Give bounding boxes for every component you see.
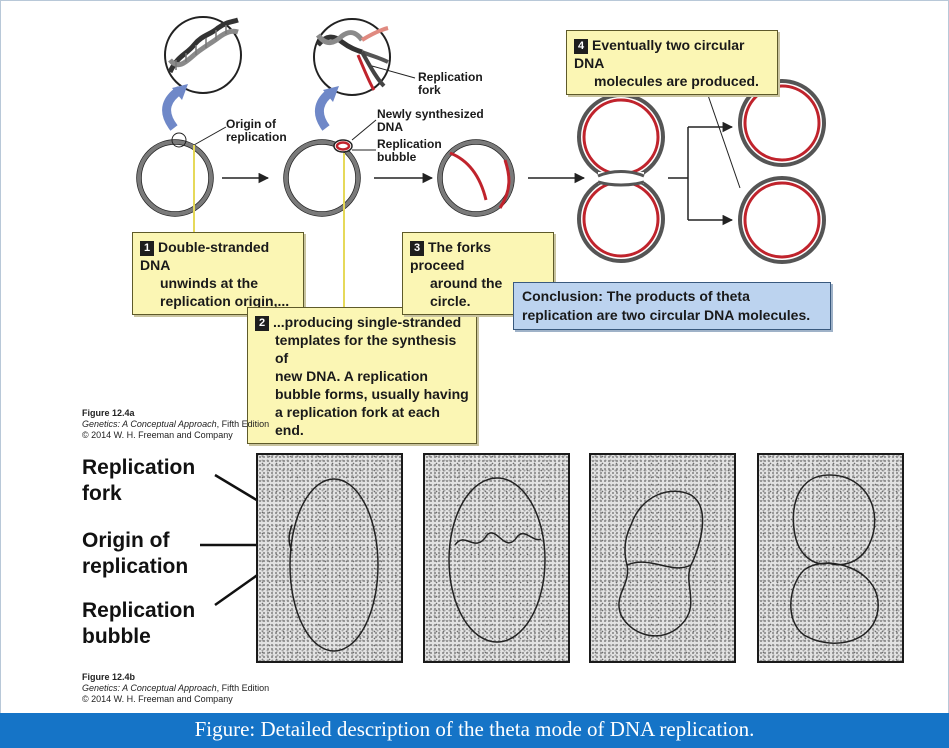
dna-circle-1 xyxy=(136,132,214,217)
caption-text: Figure: Detailed description of the thet… xyxy=(194,717,755,741)
micrograph-3 xyxy=(589,453,736,663)
origin-pointer xyxy=(193,126,227,146)
micrograph-1-loop xyxy=(288,478,379,652)
fork-pointer xyxy=(371,65,416,79)
caption-bar: Figure: Detailed description of the thet… xyxy=(0,713,949,748)
step1-number: 1 xyxy=(140,241,154,256)
step2-callout: 2...producing single-stranded templates … xyxy=(247,307,477,444)
zoom-arrow-1-head xyxy=(172,84,188,100)
micrograph-3-loop xyxy=(618,490,704,637)
helix-zoom-1 xyxy=(164,16,242,94)
micrograph-4 xyxy=(757,453,904,663)
fork-zoom-2 xyxy=(313,18,391,96)
dna-circle-3 xyxy=(437,139,515,217)
zoom-arrow-2-head xyxy=(323,86,339,102)
step2-number: 2 xyxy=(255,316,269,331)
micrograph-4-loop xyxy=(790,474,879,644)
figure-reference-b: Figure 12.4b Genetics: A Conceptual Appr… xyxy=(82,672,270,704)
micrograph-1 xyxy=(256,453,403,663)
figure-reference-a: Figure 12.4a Genetics: A Conceptual Appr… xyxy=(82,408,270,440)
zoom-arrow-1 xyxy=(162,86,183,131)
micrograph-2 xyxy=(423,453,570,663)
step3-number: 3 xyxy=(410,241,424,256)
dna-circle-2 xyxy=(283,139,361,217)
split-arrows xyxy=(668,121,734,226)
micrograph-2-loop xyxy=(448,477,546,643)
conclusion-box: Conclusion: The products of theta replic… xyxy=(513,282,831,330)
dna-figure-eight xyxy=(577,93,665,263)
daughter-circle-top xyxy=(738,79,826,167)
daughter-circle-bottom xyxy=(738,176,826,264)
newly-pointer xyxy=(351,119,377,141)
step4-number: 4 xyxy=(574,39,588,54)
